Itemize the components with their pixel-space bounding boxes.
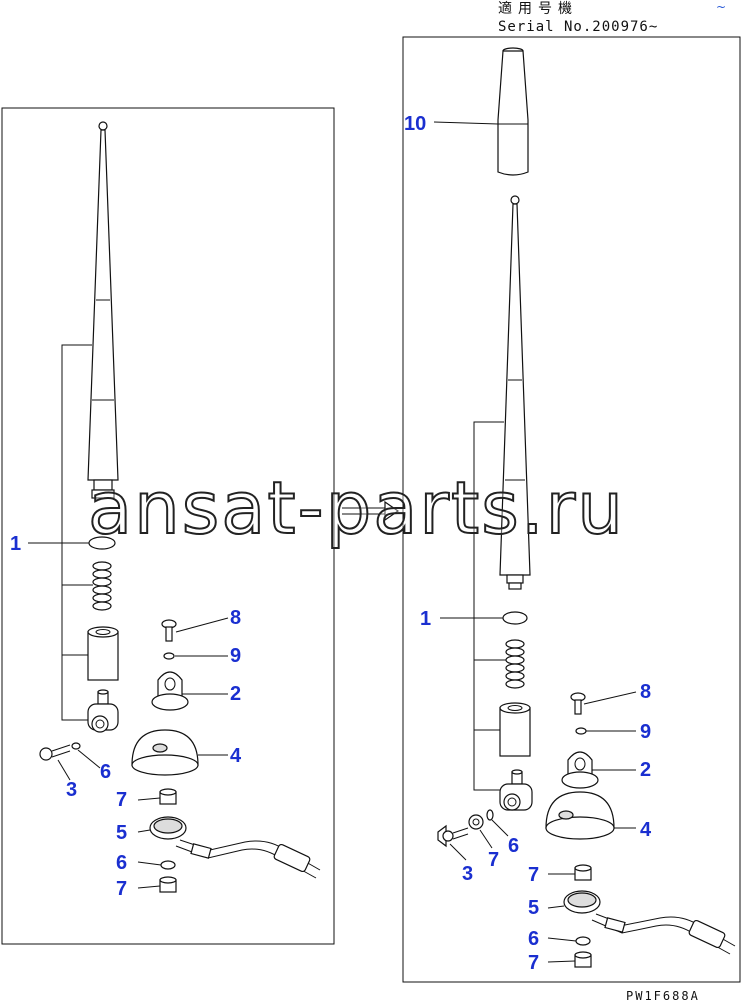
right-callout-3: 3 <box>462 863 473 885</box>
left-screw-8 <box>161 619 177 642</box>
right-cable-5 <box>563 890 736 955</box>
left-cable-5 <box>149 816 321 879</box>
left-panel-frame <box>1 107 335 945</box>
left-washer-9 <box>163 652 175 660</box>
left-bracket-2 <box>151 671 189 711</box>
right-bracket-line <box>473 421 504 791</box>
left-callout-9: 9 <box>230 645 241 667</box>
right-callout-8: 8 <box>640 681 651 703</box>
right-callout-9: 9 <box>640 721 651 743</box>
left-callout-6a: 6 <box>100 761 111 783</box>
right-nut-7c <box>574 951 592 968</box>
drawing-code: PW1F688A <box>626 989 700 1003</box>
right-bracket-2 <box>561 751 599 789</box>
right-wing-bolt-3 <box>437 824 469 848</box>
left-callout-8: 8 <box>230 607 241 629</box>
right-antenna-rod <box>499 195 531 590</box>
left-antenna-rod <box>87 121 119 499</box>
watermark-text: ansat-parts.ru <box>87 465 625 551</box>
serial-number-label: Serial No.200976~ <box>498 19 659 35</box>
right-callout-1: 1 <box>420 608 431 630</box>
right-spring <box>505 639 525 689</box>
left-callout-6b: 6 <box>116 852 127 874</box>
corner-mark: ~ <box>716 0 727 14</box>
right-o-ring <box>502 611 528 625</box>
left-spring <box>92 561 112 611</box>
right-callout-4: 4 <box>640 819 652 841</box>
right-antenna-base <box>499 769 533 811</box>
left-callout-5: 5 <box>116 822 127 844</box>
left-callout-4: 4 <box>230 745 242 767</box>
right-antenna-cap-10 <box>497 47 529 176</box>
left-bolt-3 <box>39 744 71 761</box>
arrow-right-icon <box>342 500 400 522</box>
left-nut-7a <box>159 788 177 805</box>
right-nut-7b <box>574 864 592 881</box>
left-callout-7b: 7 <box>116 878 127 900</box>
right-washer-9 <box>575 727 587 735</box>
left-nut-7b <box>159 876 177 893</box>
right-callout-7c: 7 <box>528 952 539 974</box>
right-callout-7b: 7 <box>528 864 539 886</box>
left-washer-6b <box>160 860 176 870</box>
right-washer-6b <box>575 936 591 946</box>
right-nut-7a <box>468 814 484 830</box>
right-callout-6b: 6 <box>528 928 539 950</box>
right-callout-5: 5 <box>528 897 539 919</box>
left-cover-4 <box>131 729 199 776</box>
right-panel-frame <box>402 36 741 983</box>
right-cover-4 <box>545 791 615 840</box>
serial-header: 適用号機 Serial No.200976~ <box>498 0 658 36</box>
right-screw-8 <box>570 692 586 715</box>
right-callout-6a: 6 <box>508 835 519 857</box>
right-washer-6a <box>486 809 494 821</box>
left-bracket-line <box>61 344 92 721</box>
left-callout-3: 3 <box>66 779 77 801</box>
left-callout-1: 1 <box>10 533 21 555</box>
left-callout-7a: 7 <box>116 789 127 811</box>
right-sleeve <box>499 702 531 757</box>
left-antenna-base <box>87 689 119 733</box>
left-washer-6a <box>71 742 81 750</box>
right-callout-2: 2 <box>640 759 651 781</box>
applicable-label: 適用号機 <box>498 1 578 17</box>
left-callout-2: 2 <box>230 683 241 705</box>
right-callout-7a: 7 <box>488 849 499 871</box>
left-sleeve <box>87 626 119 681</box>
right-callout-10: 10 <box>404 113 426 135</box>
